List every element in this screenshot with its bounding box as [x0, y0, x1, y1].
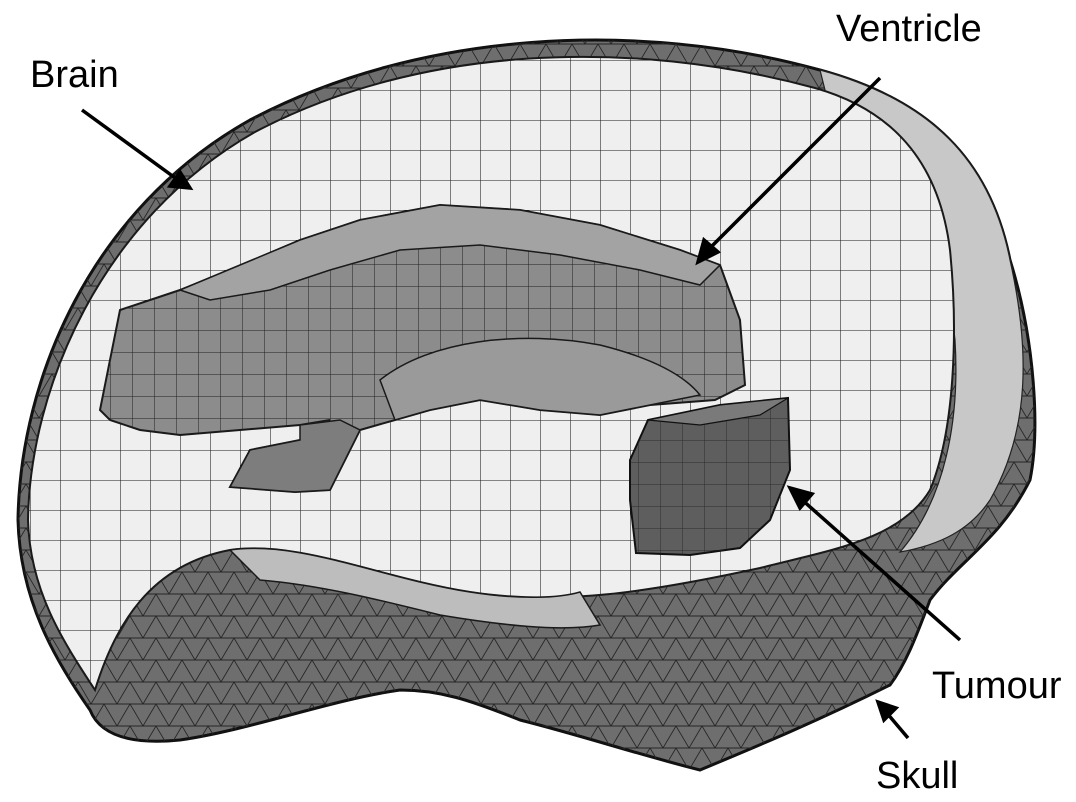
skull-label: Skull [876, 757, 958, 795]
brain-arrow [82, 110, 178, 180]
brain-label: Brain [30, 56, 119, 94]
skull-arrow-head [878, 702, 896, 720]
tumour-label: Tumour [932, 667, 1062, 705]
ventricle-label: Ventricle [836, 10, 982, 48]
